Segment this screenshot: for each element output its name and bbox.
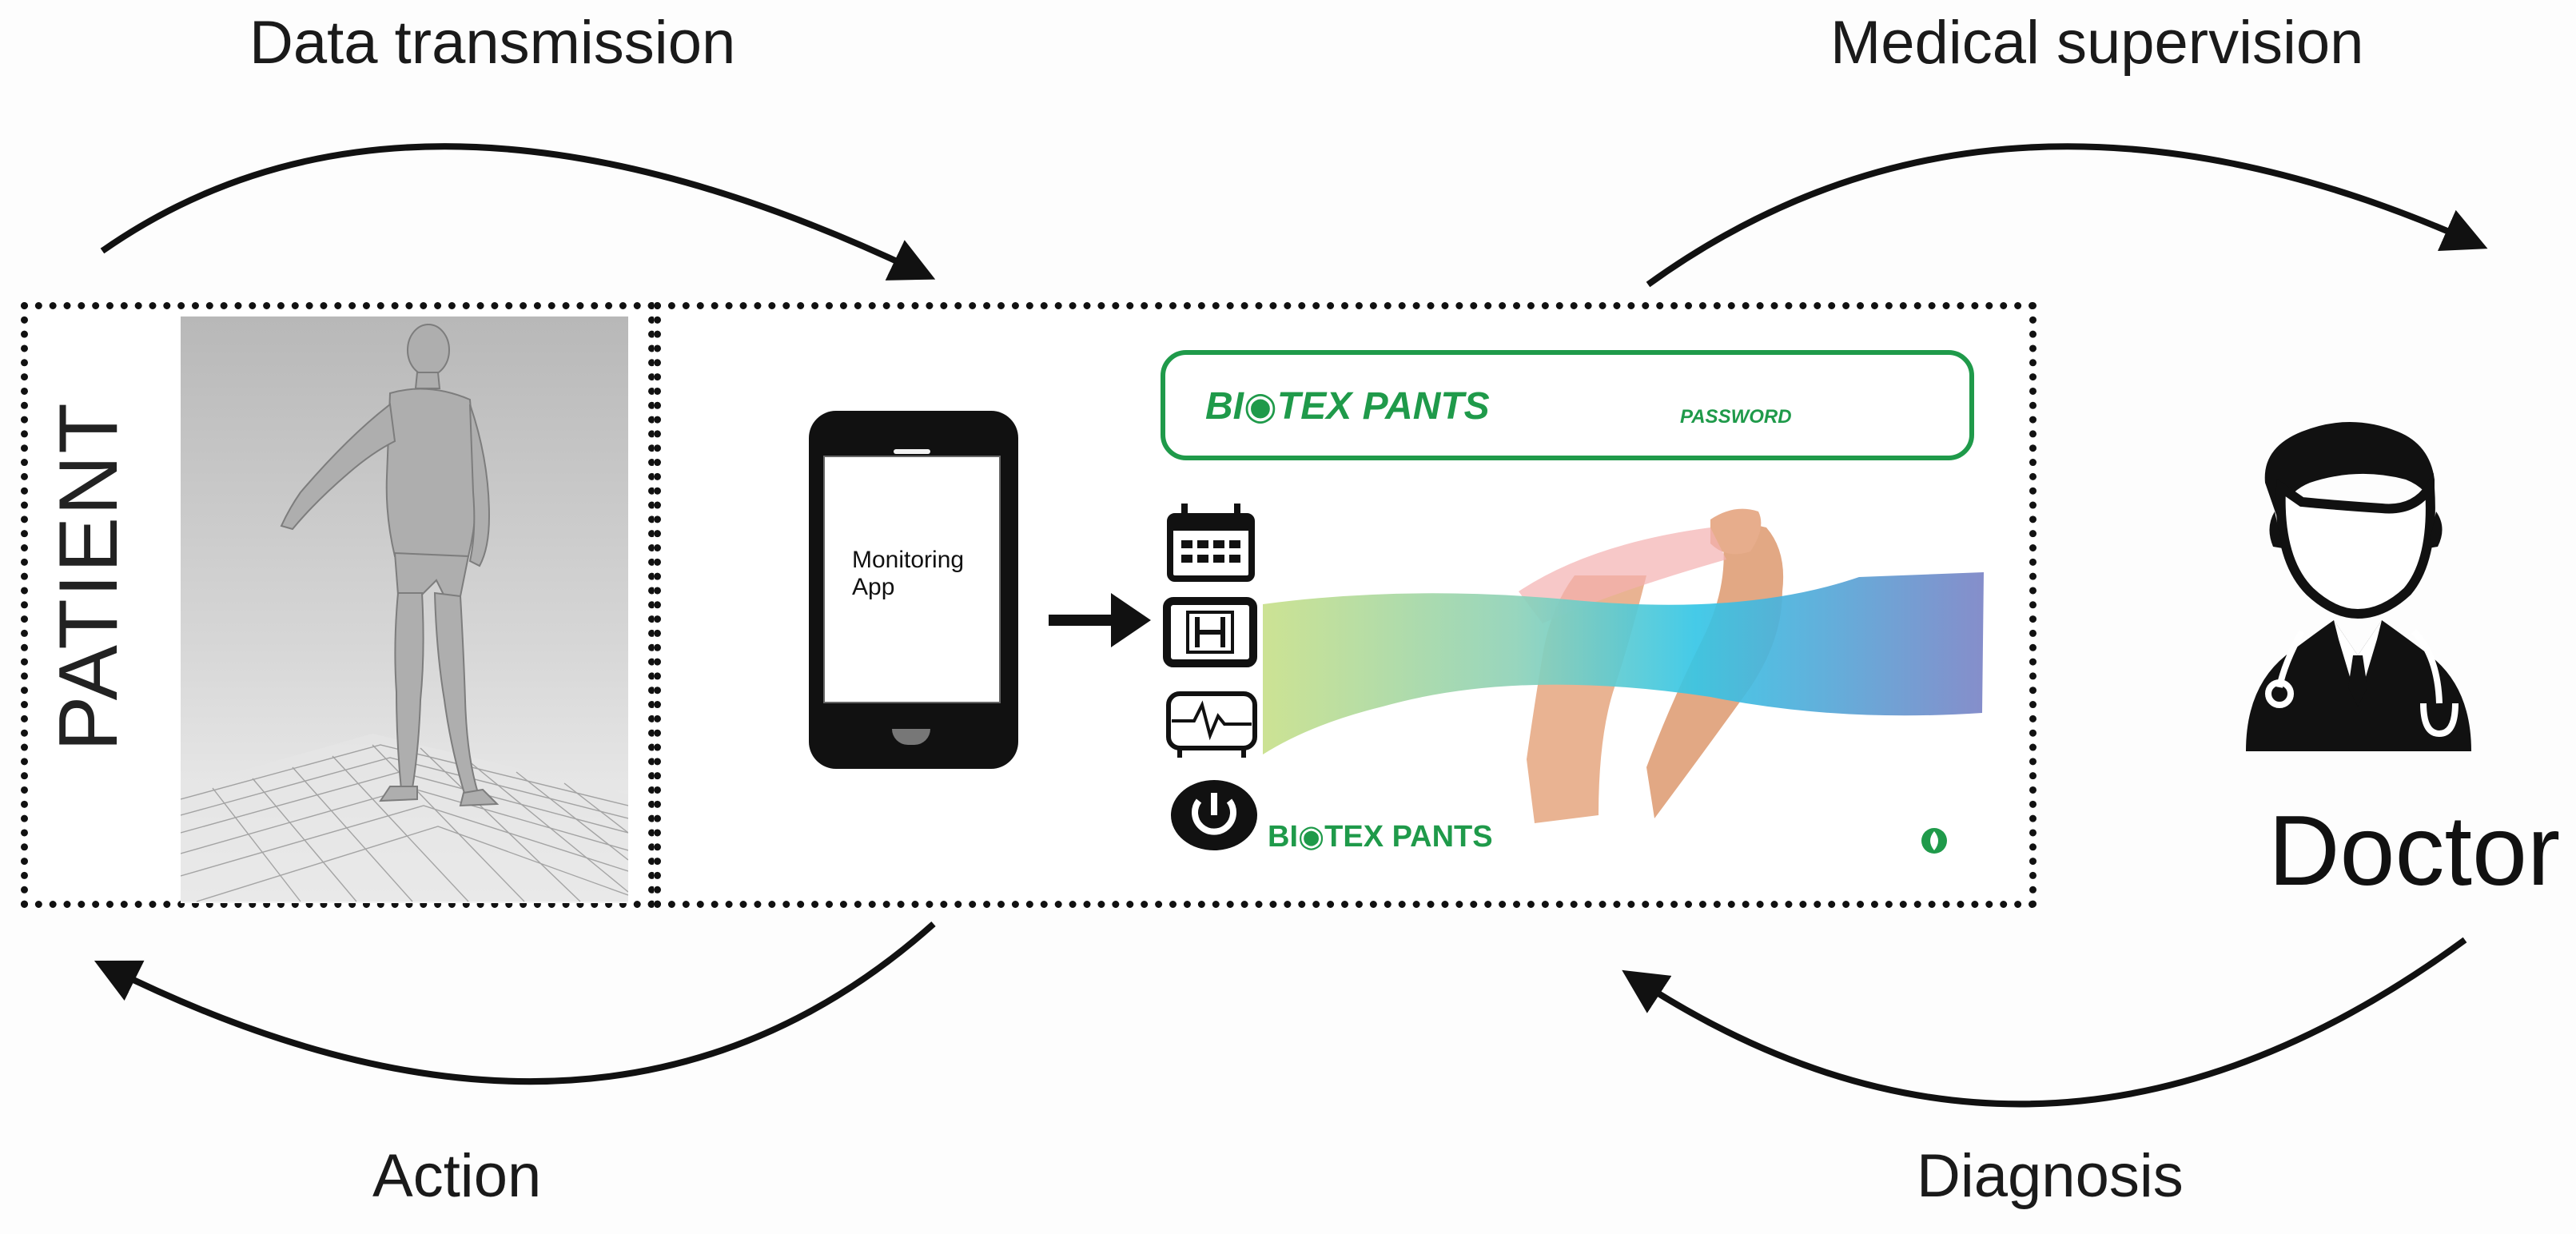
label-action: Action <box>372 1142 542 1210</box>
patient-figure <box>181 316 628 903</box>
arrow-diagnosis <box>1622 937 2467 1108</box>
ecg-icon <box>1166 691 1257 758</box>
monitoring-app-label: Monitoring App <box>852 547 965 600</box>
sensor-band <box>1263 572 1984 754</box>
hospital-icon <box>1163 597 1257 667</box>
arrow-medical-supervision <box>1646 143 2488 288</box>
phone-speaker <box>894 449 930 454</box>
power-icon <box>1171 780 1257 850</box>
mannequin-body <box>280 324 500 807</box>
phone-home-button <box>892 729 930 745</box>
password-label: PASSWORD <box>1680 406 1792 428</box>
brand-leaf-icon <box>1921 828 1947 854</box>
label-diagnosis: Diagnosis <box>1917 1142 2184 1210</box>
label-medical-supervision: Medical supervision <box>1830 9 2364 77</box>
arrow-action <box>94 922 936 1085</box>
calendar-icon <box>1167 504 1255 582</box>
mannequin-image <box>181 324 628 902</box>
phone-screen <box>823 456 1001 703</box>
brand-logo-bottom: BI◉TEX PANTS <box>1268 820 1493 854</box>
arrow-data-transmission <box>100 143 936 281</box>
doctor-icon <box>2246 422 2471 751</box>
label-data-transmission: Data transmission <box>249 9 736 77</box>
brand-logo-top: BI◉TEX PANTS <box>1205 385 1490 428</box>
doctor-label: Doctor <box>2268 796 2561 906</box>
login-bar <box>1161 350 1974 460</box>
